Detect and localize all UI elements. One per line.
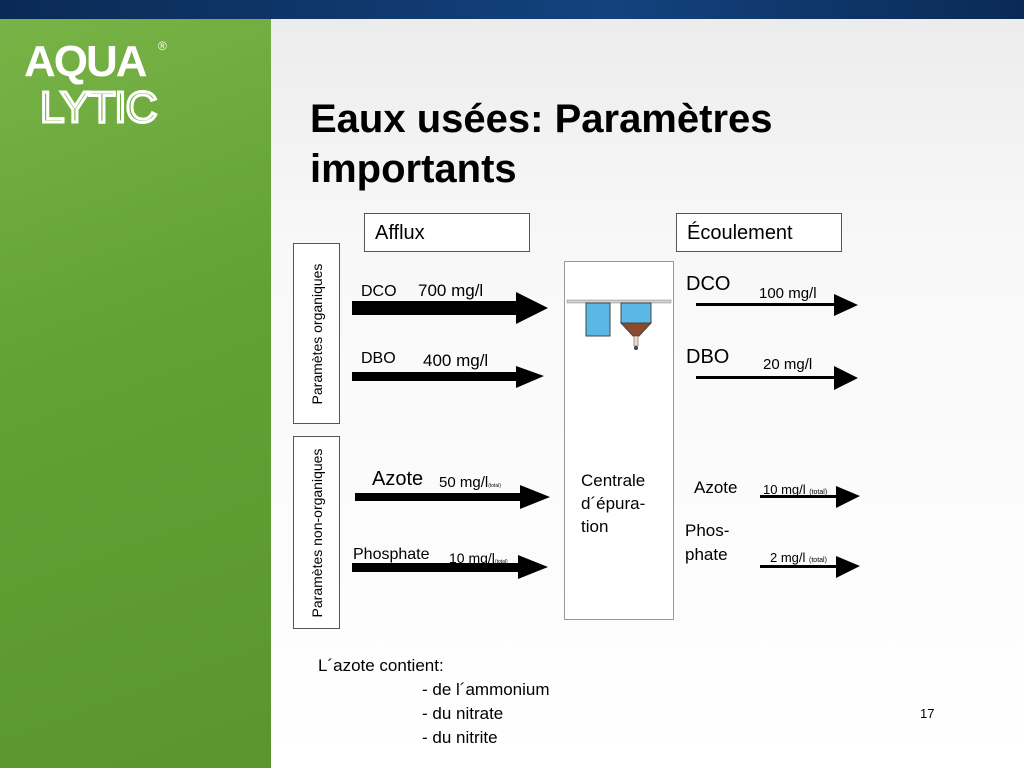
nitrogen-note-item: - de l´ammonium <box>422 680 550 699</box>
inflow-phosphate-value: 10 mg/l(total) <box>449 550 508 566</box>
outflow-azote-amount: 10 mg/l <box>763 482 806 497</box>
inflow-phosphate-amount: 10 mg/l <box>449 550 495 566</box>
nitrogen-note-item: - du nitrate <box>422 704 504 723</box>
aqualytic-logo: AQUA ® LYTIC <box>24 37 167 128</box>
arrow-outflow-dbo <box>696 366 858 390</box>
inflow-dco-name: DCO <box>361 283 397 300</box>
inflow-azote-amount: 50 mg/l <box>439 474 489 491</box>
arrow-inflow-phosphate <box>352 555 548 579</box>
inflow-dbo-name: DBO <box>361 350 396 367</box>
outflow-phosphate-amount: 2 mg/l <box>770 550 806 565</box>
arrow-outflow-dco <box>696 294 858 316</box>
inflow-dbo-value: 400 mg/l <box>423 351 489 370</box>
top-bar <box>0 0 1024 19</box>
title-line1: Eaux usées: Paramètres <box>310 97 773 141</box>
slide-number: 17 <box>920 706 935 721</box>
nitrogen-note: L´azote contient: - de l´ammonium - du n… <box>318 654 550 750</box>
plant-label: Centrale d´épura- tion <box>581 469 645 538</box>
outflow-dco-value: 100 mg/l <box>759 285 817 302</box>
arrow-inflow-dbo <box>352 366 544 388</box>
outflow-header: Écoulement <box>676 213 842 252</box>
plant-label-line2: d´épura- <box>581 494 646 513</box>
organic-group-box: Paramètes organiques <box>293 243 340 424</box>
arrow-inflow-dco <box>352 292 548 324</box>
title-line2: importants <box>310 147 517 191</box>
arrow-inflow-azote <box>355 485 550 509</box>
nitrogen-note-intro: L´azote contient: <box>318 656 444 675</box>
arrow-outflow-phosphate <box>760 556 860 578</box>
outflow-dbo-value: 20 mg/l <box>763 356 813 373</box>
non-organic-group-box: Paramètes non-organiques <box>293 436 340 629</box>
arrow-outflow-azote <box>760 486 860 508</box>
logo-line2: LYTIC <box>40 83 157 128</box>
inflow-phosphate-note: (total) <box>494 559 508 565</box>
logo-line1: AQUA <box>24 37 147 86</box>
plant-label-line3: tion <box>581 517 609 536</box>
inflow-azote-value: 50 mg/l(total) <box>439 474 501 491</box>
logo-registered: ® <box>158 39 167 53</box>
inflow-azote-name: Azote <box>372 468 424 490</box>
outflow-phosphate-name: Phos- phate <box>685 519 729 567</box>
inflow-azote-note: (total) <box>488 483 501 489</box>
inflow-header: Afflux <box>364 213 530 252</box>
plant-label-line1: Centrale <box>581 471 646 490</box>
inflow-phosphate-name: Phosphate <box>353 546 430 563</box>
outflow-phosphate-value: 2 mg/l (total) <box>770 550 827 565</box>
treatment-plant-icon <box>566 299 672 350</box>
outflow-phosphate-name-line1: Phos- <box>685 521 730 540</box>
outflow-dbo-name: DBO <box>686 346 730 368</box>
inflow-dco-value: 700 mg/l <box>418 281 484 300</box>
outflow-azote-name: Azote <box>694 478 738 497</box>
outflow-azote-value: 10 mg/l (total) <box>763 482 827 497</box>
outflow-phosphate-note: (total) <box>809 557 827 564</box>
outflow-dco-name: DCO <box>686 273 731 295</box>
side-panel <box>0 19 271 768</box>
outflow-phosphate-name-line2: phate <box>685 545 728 564</box>
nitrogen-note-item: - du nitrite <box>422 728 498 747</box>
outflow-azote-note: (total) <box>809 489 828 496</box>
page-title: Eaux usées: Paramètres importants <box>310 94 910 194</box>
treatment-plant-box <box>564 261 674 620</box>
